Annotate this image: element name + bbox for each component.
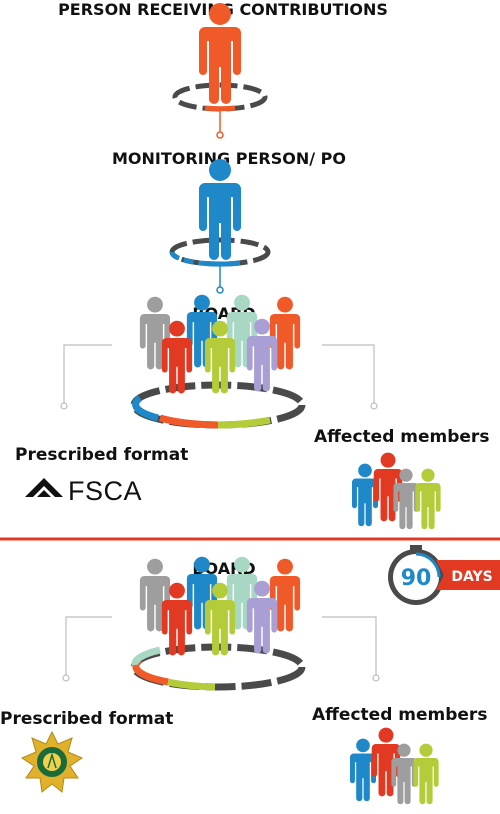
connector-line <box>63 344 112 403</box>
connector-dot <box>216 131 224 139</box>
connector-dot <box>372 674 380 682</box>
timer-unit: DAYS <box>451 569 492 585</box>
connector-line <box>65 616 112 675</box>
receiving-person-ring <box>172 82 268 112</box>
receiving-person-icon <box>199 3 241 104</box>
connector-line <box>322 616 377 675</box>
monitoring-person-ring <box>169 237 271 267</box>
board-top-group <box>130 294 306 429</box>
ninety-days-timer-icon <box>388 545 500 605</box>
connector-dot <box>370 402 378 410</box>
connector-dot <box>216 286 224 294</box>
prescribed-format-top-label: Prescribed format <box>15 445 189 465</box>
prescribed-format-bottom-label: Prescribed format <box>0 709 174 729</box>
connector-dot <box>60 402 68 410</box>
affected-members-bottom-icon <box>349 727 439 805</box>
monitoring-person-title: MONITORING PERSON/ PO <box>112 149 346 168</box>
affected-members-bottom-label: Affected members <box>312 705 488 725</box>
fsca-logo-text: FSCA <box>68 476 143 506</box>
affected-members-top-icon <box>351 452 441 530</box>
board-bottom-group <box>130 556 306 691</box>
monitoring-person-icon <box>199 159 241 260</box>
affected-members-top-label: Affected members <box>314 427 490 447</box>
police-badge-icon <box>20 730 84 793</box>
connector-line <box>322 344 375 403</box>
connector-dot <box>62 674 70 682</box>
timer-number: 90 <box>401 566 432 591</box>
fsca-logo-icon <box>25 478 63 497</box>
